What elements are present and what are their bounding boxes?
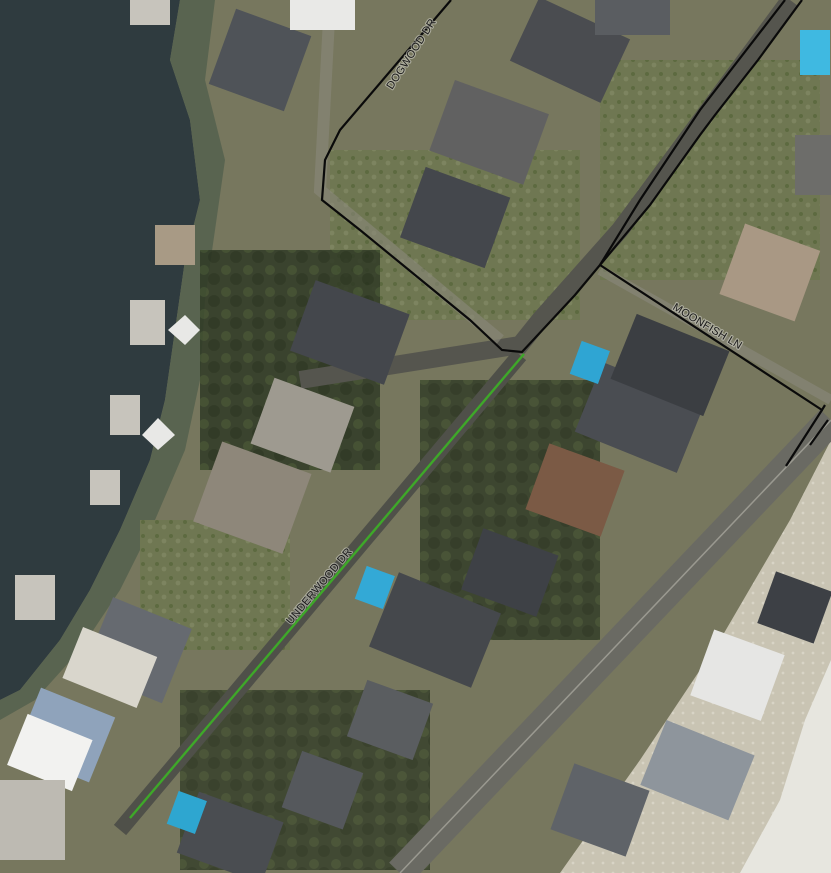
beach-dunes — [560, 440, 831, 873]
water-body — [0, 0, 200, 700]
road-pavement — [597, 265, 831, 405]
road-pavement — [298, 0, 798, 389]
road-centerline — [399, 419, 831, 873]
beach-shore — [740, 660, 831, 873]
highlighted-road-segment[interactable] — [129, 353, 525, 819]
marsh-edge — [0, 0, 225, 720]
docks — [15, 0, 200, 620]
pools — [166, 30, 830, 835]
road-pavement — [313, 0, 504, 345]
